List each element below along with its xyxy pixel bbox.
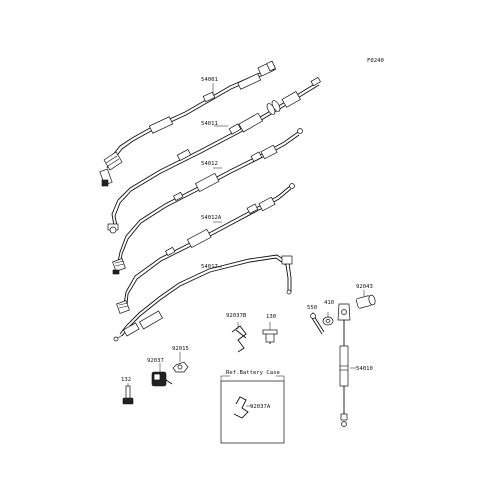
- callout-92037B: 92037B: [226, 313, 247, 319]
- cable-54012A: [116, 183, 295, 314]
- ref-battery-case-label: Ref.Battery Case: [226, 370, 281, 376]
- callout-54017: 54017: [201, 264, 218, 270]
- bolt-130: [262, 329, 278, 344]
- clamp-92037: [151, 371, 173, 387]
- cable-54010: [337, 303, 351, 427]
- callout-92015: 92015: [172, 346, 189, 352]
- grommet-92043: [356, 294, 376, 309]
- callout-132: 132: [121, 377, 131, 383]
- cable-54011: [107, 76, 321, 234]
- callout-54011: 54011: [201, 121, 218, 127]
- nut-92015: [172, 361, 189, 373]
- callout-54010: 54010: [356, 366, 373, 372]
- callout-54001: 54001: [201, 77, 218, 83]
- bolt-132: [122, 385, 134, 405]
- callout-410: 410: [324, 300, 334, 306]
- callout-550: 550: [307, 305, 317, 311]
- callout-92037A: 92037A: [250, 404, 271, 410]
- cable-54001: [99, 60, 277, 187]
- callout-54012A: 54012A: [201, 215, 222, 221]
- collar-410: [322, 316, 334, 326]
- ref-battery-case-box: Ref.Battery Case 92037A: [220, 370, 285, 444]
- callout-92037: 92037: [147, 358, 164, 364]
- callout-54012: 54012: [201, 161, 218, 167]
- clip-92037B: [231, 325, 247, 353]
- cable-54017: [113, 254, 293, 342]
- callout-130: 130: [266, 314, 276, 320]
- pin-550: [310, 313, 325, 335]
- cable-54012: [112, 128, 303, 275]
- figure-code: F0240: [367, 58, 384, 64]
- callout-92043: 92043: [356, 284, 373, 290]
